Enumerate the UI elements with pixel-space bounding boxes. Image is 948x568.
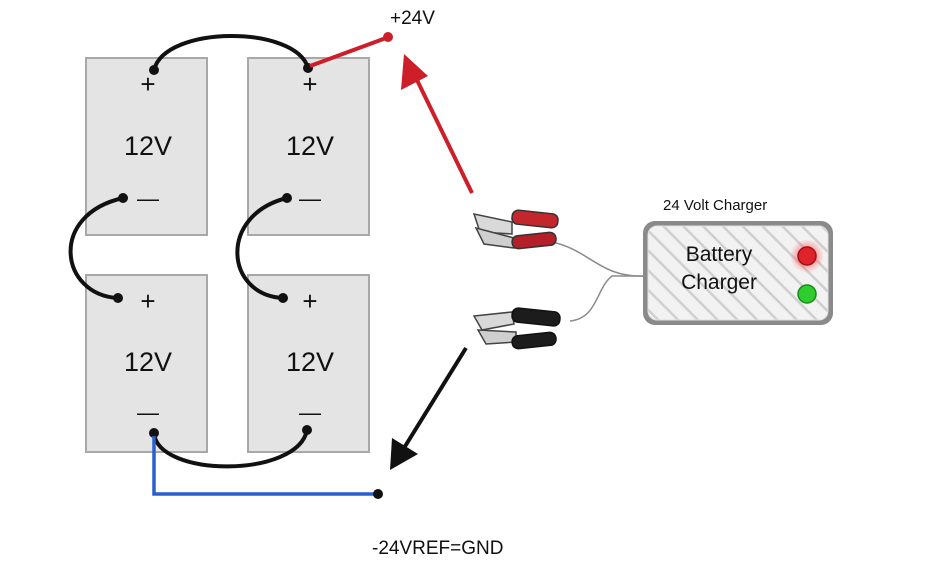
jumper-wires — [68, 34, 310, 469]
terminal-dot — [278, 293, 288, 303]
charger-label-line2: Charger — [681, 271, 757, 294]
jumper-top — [152, 34, 310, 72]
battery-4-minus: — — [299, 400, 321, 425]
positive-terminal-dot — [383, 32, 393, 42]
ground-terminal-dot — [373, 489, 383, 499]
battery-3-voltage: 12V — [124, 347, 172, 377]
positive-lead — [309, 36, 387, 68]
terminal-dot — [149, 428, 159, 438]
battery-2-voltage: 12V — [286, 131, 334, 161]
charger-body — [647, 225, 829, 321]
ground-label: -24VREF=GND — [372, 538, 503, 559]
terminal-dot — [118, 193, 128, 203]
battery-3-plus: + — [140, 286, 155, 316]
battery-4-body — [247, 274, 370, 453]
battery-3-body — [85, 274, 208, 453]
red-led-icon — [797, 246, 817, 266]
battery-3-minus: — — [137, 400, 159, 425]
jumper-middle — [235, 196, 289, 300]
battery-3: + 12V — — [85, 274, 208, 453]
charger-label-line1: Battery — [686, 243, 753, 266]
battery-2-plus: + — [302, 69, 317, 99]
top-voltage-label: +24V — [390, 8, 435, 29]
battery-2-minus: — — [299, 186, 321, 211]
black-clamp-icon — [472, 307, 561, 350]
charger-title: 24 Volt Charger — [663, 197, 767, 214]
terminal-dot — [302, 425, 312, 435]
terminal-dot — [282, 193, 292, 203]
red-cable — [551, 241, 646, 277]
green-led-icon — [797, 284, 817, 304]
terminal-dot — [113, 293, 123, 303]
battery-1-voltage: 12V — [124, 131, 172, 161]
battery-charger: Battery Charger — [643, 221, 833, 325]
charger-cables — [551, 241, 646, 322]
arrow-to-ground — [390, 346, 468, 470]
terminal-dot — [149, 65, 159, 75]
black-cable — [569, 275, 645, 322]
battery-4-plus: + — [302, 286, 317, 316]
arrow-to-positive — [401, 54, 474, 194]
battery-4-voltage: 12V — [286, 347, 334, 377]
jumper-bottom — [152, 428, 309, 469]
battery-2: + 12V — — [247, 57, 370, 236]
battery-1-minus: — — [137, 186, 159, 211]
terminals — [113, 63, 313, 438]
battery-1-plus: + — [140, 69, 155, 99]
jumper-left — [68, 196, 125, 300]
battery-4: + 12V — — [247, 274, 370, 453]
ground-wire — [152, 436, 378, 496]
battery-1: + 12V — — [85, 57, 208, 236]
red-clamp-icon — [472, 209, 559, 250]
